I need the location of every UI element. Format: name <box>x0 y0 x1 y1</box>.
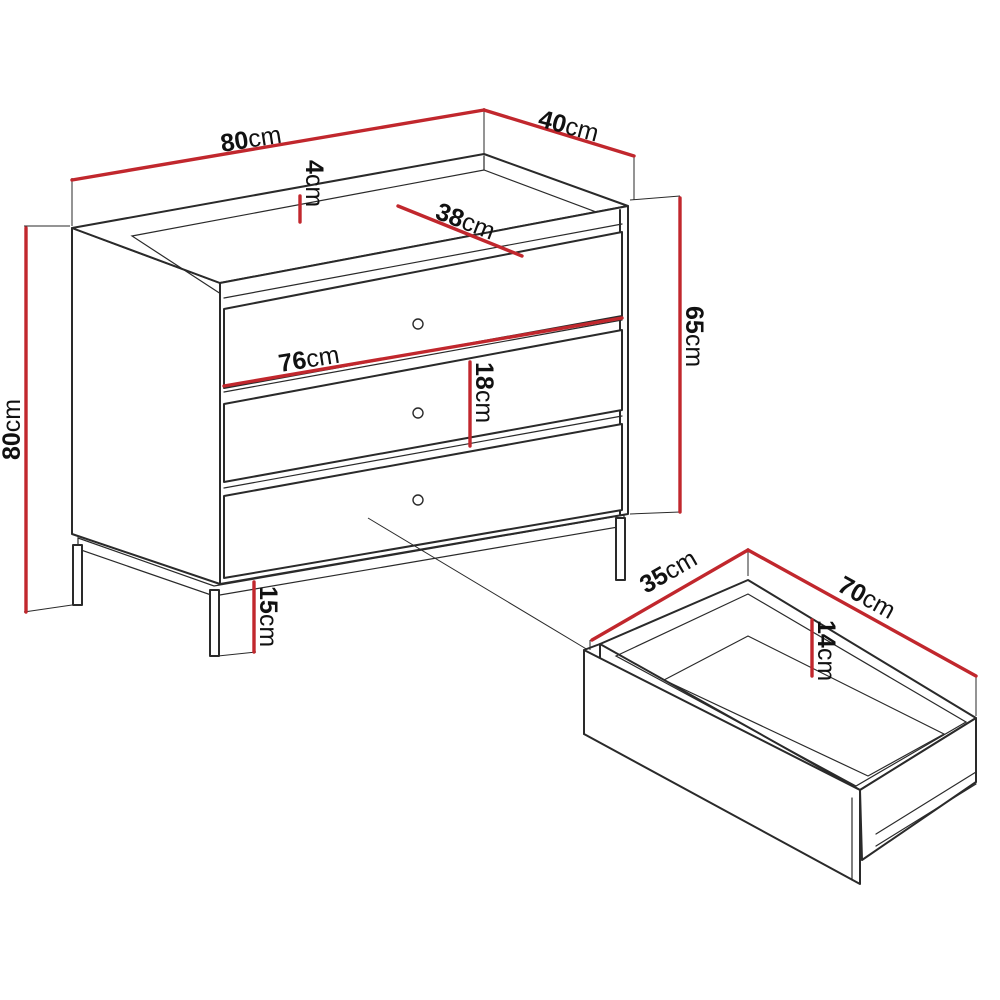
label-depth: 40cm <box>535 105 601 148</box>
drawer-right-panel <box>859 717 977 861</box>
dresser-drawer-top <box>223 231 623 389</box>
label-drawer-height: 14cm <box>812 620 840 681</box>
label-body-height: 65cm <box>680 306 708 367</box>
dresser-drawer-middle <box>223 329 623 483</box>
dim-line-drawer-width <box>746 548 978 678</box>
drawer-knob <box>412 407 424 419</box>
dim-line-top-depth <box>396 204 524 258</box>
label-top-rim: 4cm <box>300 160 328 207</box>
label-total-height: 80cm <box>0 399 26 460</box>
dimension-lines <box>24 108 978 678</box>
label-leg-height: 15cm <box>254 586 282 647</box>
drawer-knob <box>412 318 424 330</box>
label-inner-width: 76cm <box>277 341 342 378</box>
drawer-inner-floor <box>614 593 968 787</box>
dim-line-depth <box>482 108 636 158</box>
label-width: 80cm <box>219 121 284 158</box>
leg <box>209 589 220 657</box>
dim-line-drawer-depth <box>590 548 750 642</box>
leg <box>615 517 626 581</box>
drawer-knob <box>412 494 424 506</box>
drawer-front-panel <box>583 649 861 885</box>
dresser-base-and-legs <box>72 514 626 657</box>
extension-lines <box>23 108 977 716</box>
dresser-side-panel <box>71 227 221 585</box>
drawer-leader-line <box>367 517 589 651</box>
drawer-inner-line <box>662 635 946 777</box>
dim-line-width <box>70 108 486 182</box>
leg <box>72 544 83 606</box>
label-drawer-depth: 35cm <box>635 544 702 599</box>
dresser <box>71 153 629 585</box>
label-drawer-front: 18cm <box>470 362 498 423</box>
pulled-out-drawer <box>583 579 977 885</box>
dim-line-inner-width <box>222 316 624 388</box>
